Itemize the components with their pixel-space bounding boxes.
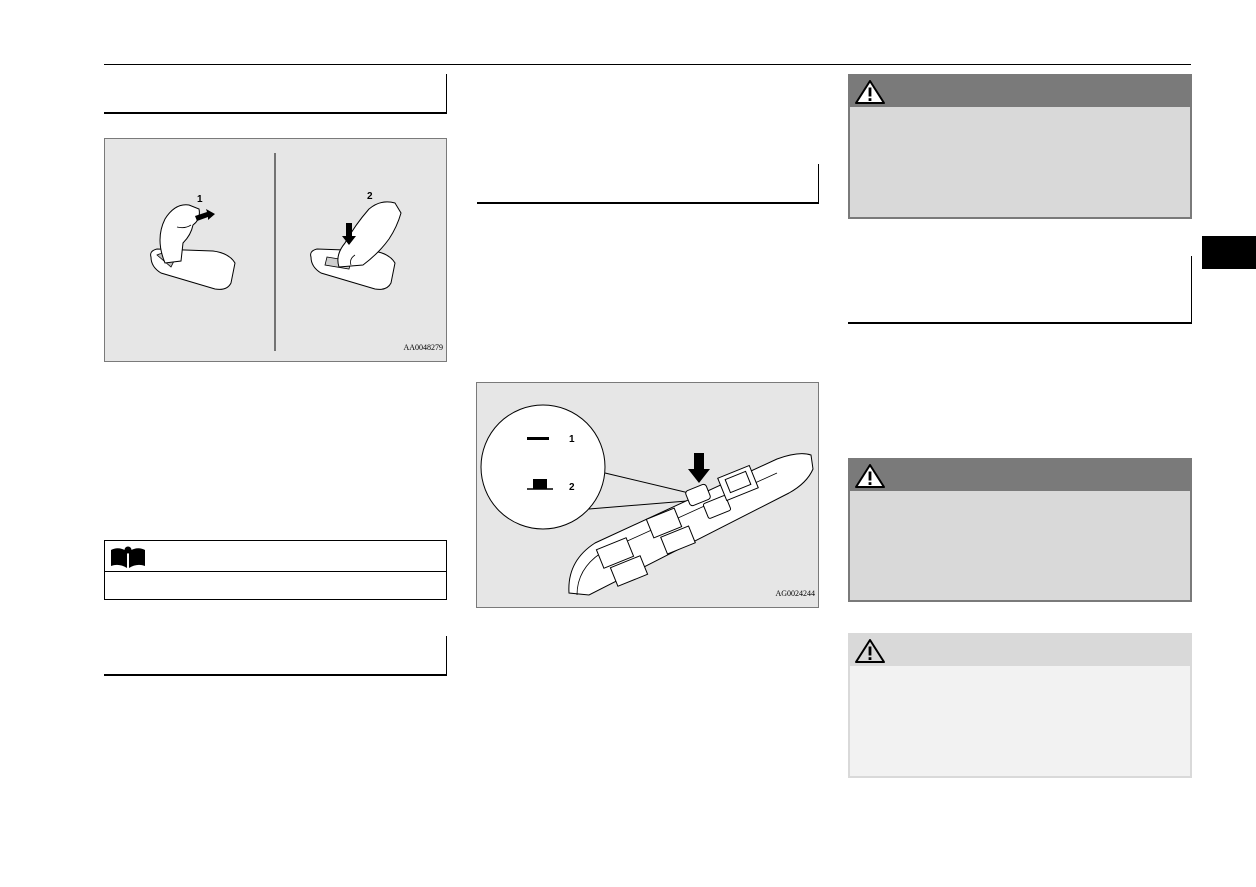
note-box (104, 540, 447, 600)
switch-operation-illustration (150, 153, 402, 351)
section-heading-frame (104, 74, 447, 114)
warning-triangle-icon (855, 80, 885, 104)
warning-header (850, 460, 1190, 491)
caution-header (850, 635, 1190, 666)
book-reading-icon (111, 546, 145, 568)
warning-triangle-icon (855, 464, 885, 488)
figure-label-1: 1 (569, 434, 575, 445)
section-tab (1202, 236, 1256, 269)
figure-label-2: 2 (569, 482, 575, 493)
warning-header (850, 76, 1190, 107)
note-header (105, 541, 446, 572)
window-switch-panel-illustration (480, 404, 814, 596)
figure-label-1: 1 (197, 194, 203, 205)
warning-triangle-icon (855, 639, 885, 663)
figure-switch-operation: 1 2 AA0048279 (104, 138, 447, 362)
figure-label-2: 2 (367, 191, 373, 202)
figure-window-lock-switch: 1 2 AG0024244 (476, 382, 819, 608)
section-heading-frame (477, 164, 819, 204)
section-heading-frame (104, 636, 447, 676)
figure-id: AA0048279 (403, 343, 443, 352)
page-top-rule (104, 64, 1191, 65)
figure-id: AG0024244 (775, 589, 815, 598)
caution-box (848, 633, 1192, 778)
section-heading-frame (848, 256, 1192, 324)
warning-box (848, 74, 1192, 219)
warning-box (848, 458, 1192, 602)
